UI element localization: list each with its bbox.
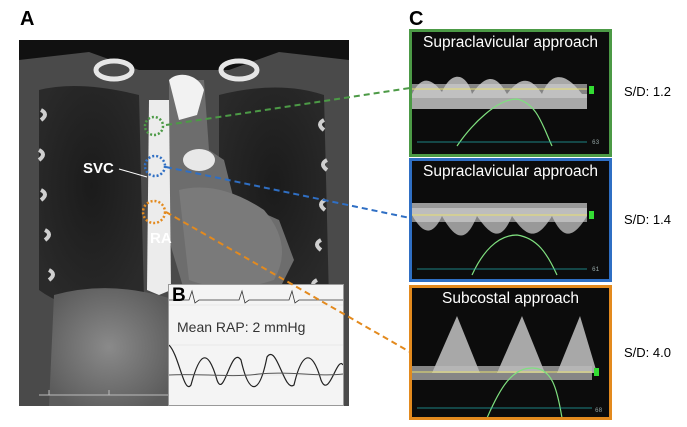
- doppler-trace-3: 68: [412, 316, 603, 417]
- echo-title-1: Supraclavicular approach: [423, 34, 598, 51]
- echo-panel-supraclavicular-1: Supraclavicular approach 63: [409, 29, 612, 157]
- doppler-trace-2: 61: [412, 203, 600, 276]
- hr-2: 61: [592, 266, 600, 273]
- subcostal-orange-marker: [141, 199, 167, 225]
- connector-green: [165, 87, 411, 126]
- sd-ratio-3: S/D: 4.0: [624, 345, 671, 360]
- panel-label-b: B: [172, 285, 186, 306]
- svc-label: SVC: [83, 160, 114, 177]
- sd-ratio-1: S/D: 1.2: [624, 84, 671, 99]
- echo-panel-supraclavicular-2: Supraclavicular approach 61: [409, 158, 612, 282]
- mean-rap-label: Mean RAP: 2 mmHg: [177, 319, 306, 335]
- supraclavicular-green-marker: [143, 115, 165, 137]
- sd-ratio-2: S/D: 1.4: [624, 212, 671, 227]
- hr-3: 68: [595, 407, 603, 414]
- rap-pressure-inset: Mean RAP: 2 mmHg: [168, 284, 344, 406]
- panel-label-a: A: [20, 8, 35, 30]
- echo-panel-subcostal: Subcostal approach 68: [409, 285, 612, 420]
- rap-waveform: [169, 289, 343, 388]
- hr-1: 63: [592, 139, 600, 146]
- connector-orange: [165, 211, 411, 353]
- connector-blue: [165, 166, 411, 219]
- echo-title-3: Subcostal approach: [441, 290, 579, 307]
- panel-label-c: C: [409, 8, 424, 30]
- ct-anatomy: [19, 52, 349, 406]
- ra-label: RA: [150, 230, 172, 247]
- echo-title-2: Supraclavicular approach: [423, 163, 598, 180]
- doppler-trace-1: 63: [412, 76, 600, 147]
- supraclavicular-blue-marker: [143, 154, 167, 178]
